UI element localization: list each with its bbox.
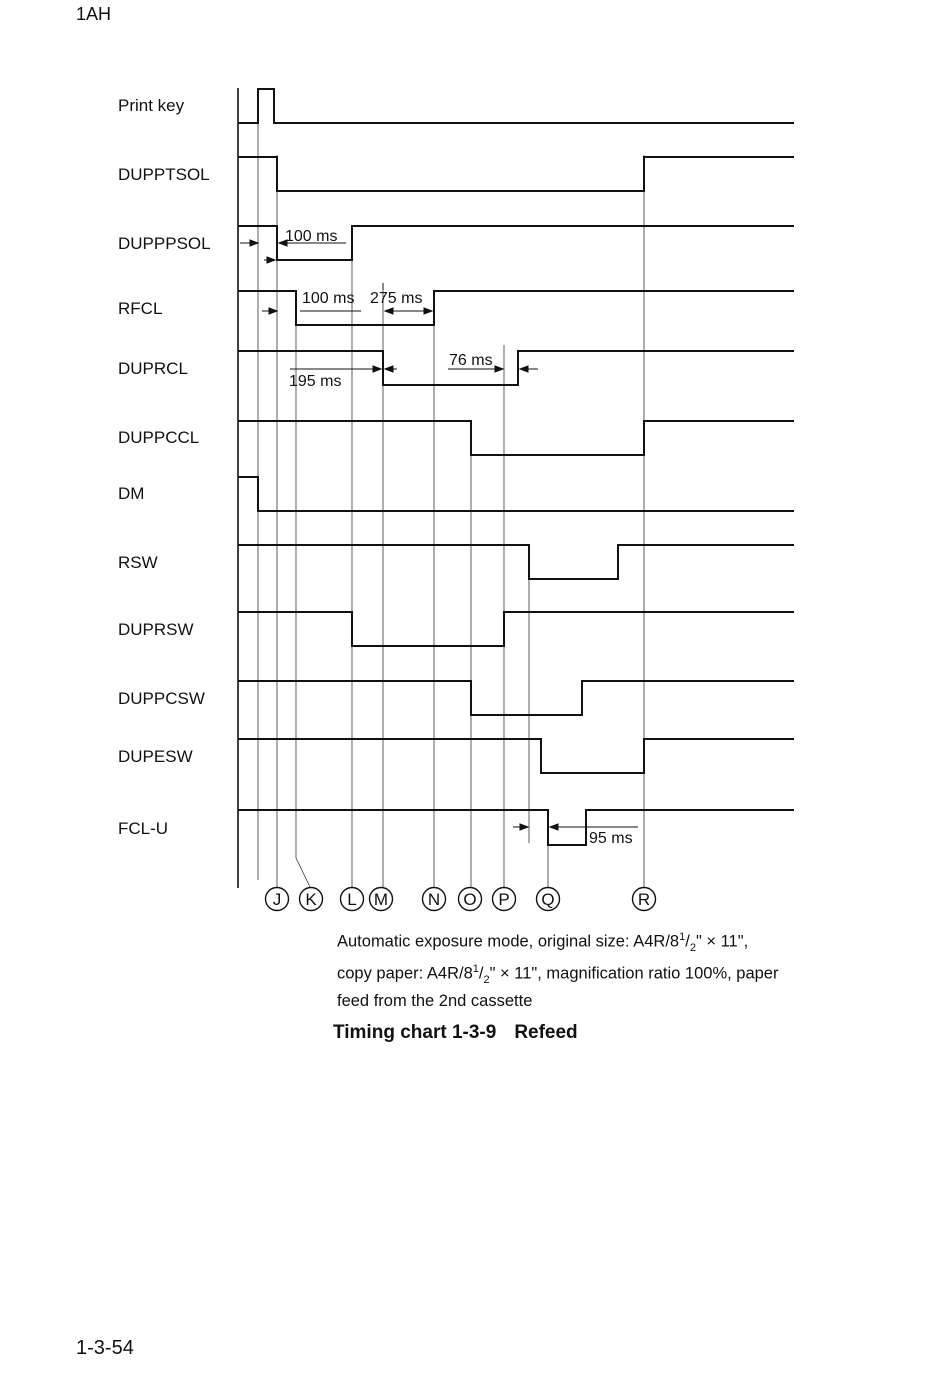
marker-n: N xyxy=(421,886,447,912)
svg-text:K: K xyxy=(305,890,317,909)
wave-rsw xyxy=(238,544,794,580)
signal-label-duppccl: DUPPCCL xyxy=(118,428,199,447)
signal-label-rfcl: RFCL xyxy=(118,299,162,318)
marker-m: M xyxy=(368,886,394,912)
waveforms xyxy=(238,88,794,846)
svg-text:J: J xyxy=(273,890,282,909)
duration-arrows xyxy=(240,239,638,831)
wave-duppccl xyxy=(238,420,794,456)
svg-text:R: R xyxy=(638,890,650,909)
note-line-2: copy paper: A4R/81/2" × 11", magnificati… xyxy=(337,962,779,986)
caption-title: Refeed xyxy=(514,1022,578,1043)
wave-rfcl xyxy=(238,290,794,326)
chart-conditions-note: Automatic exposure mode, original size: … xyxy=(337,927,778,1012)
signal-label-dupesw: DUPESW xyxy=(118,747,193,766)
marker-o: O xyxy=(457,886,483,912)
signal-label-dm: DM xyxy=(118,484,144,503)
wave-duppcsw xyxy=(238,680,794,716)
wave-dm xyxy=(238,476,794,512)
note-line-3: feed from the 2nd cassette xyxy=(337,991,533,1010)
duration-label-rfcl-1: 100 ms xyxy=(302,290,354,307)
ref-line-k-leader xyxy=(295,857,311,888)
wave-dupptsol xyxy=(238,156,794,192)
marker-l: L xyxy=(339,886,365,912)
signal-label-duprsw: DUPRSW xyxy=(118,620,194,639)
duration-label-duprcl-1: 195 ms xyxy=(289,373,341,390)
duration-label-fcl-u: 95 ms xyxy=(589,830,633,847)
duration-label-duprcl-2: 76 ms xyxy=(449,352,493,369)
svg-text:P: P xyxy=(498,890,509,909)
wave-dupesw xyxy=(238,738,794,774)
signal-labels: Print key DUPPTSOL DUPPPSOL RFCL DUPRCL … xyxy=(118,96,211,838)
wave-duprcl xyxy=(238,350,794,386)
signal-label-duppssol: DUPPPSOL xyxy=(118,234,211,253)
svg-text:N: N xyxy=(428,890,440,909)
page-number: 1-3-54 xyxy=(76,1337,134,1359)
wave-duprsw xyxy=(238,611,794,647)
marker-p: P xyxy=(491,886,517,912)
svg-text:M: M xyxy=(374,890,388,909)
duration-label-duppssol: 100 ms xyxy=(285,228,337,245)
svg-text:Q: Q xyxy=(541,890,554,909)
wave-duppssol xyxy=(238,225,794,261)
marker-r: R xyxy=(631,886,657,912)
signal-label-print-key: Print key xyxy=(118,96,185,115)
svg-text:O: O xyxy=(463,890,476,909)
wave-print-key xyxy=(238,88,794,124)
timing-markers: J K L M N O P Q xyxy=(264,886,657,912)
caption-number: Timing chart 1-3-9 xyxy=(333,1022,497,1043)
marker-q: Q xyxy=(535,886,561,912)
marker-k: K xyxy=(298,886,324,912)
signal-label-duppcsw: DUPPCSW xyxy=(118,689,205,708)
note-line-1: Automatic exposure mode, original size: … xyxy=(337,931,749,954)
reference-lines xyxy=(257,90,645,888)
figure-caption: Timing chart 1-3-9 Refeed xyxy=(333,1022,578,1044)
signal-label-fcl-u: FCL-U xyxy=(118,819,168,838)
svg-text:L: L xyxy=(347,890,356,909)
wave-fcl-u xyxy=(238,809,794,846)
signal-label-duprcl: DUPRCL xyxy=(118,359,188,378)
signal-label-dupptsol: DUPPTSOL xyxy=(118,165,210,184)
marker-j: J xyxy=(264,886,290,912)
duration-labels: 100 ms 100 ms 275 ms 195 ms 76 ms 95 ms xyxy=(285,228,633,847)
header-code: 1AH xyxy=(76,4,112,24)
signal-label-rsw: RSW xyxy=(118,553,158,572)
duration-label-rfcl-2: 275 ms xyxy=(370,290,422,307)
